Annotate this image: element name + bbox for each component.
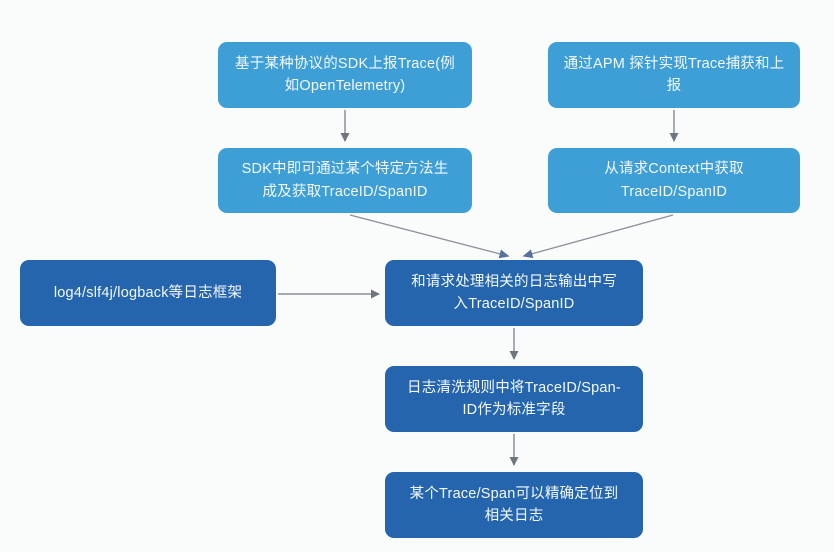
flow-node-apm-probe: 通过APM 探针实现Trace捕获和上 报 — [548, 42, 800, 108]
arrow-sdk-method-to-log-output — [349, 214, 510, 259]
flow-node-sdk-report: 基于某种协议的SDK上报Trace(例 如OpenTelemetry) — [218, 42, 472, 108]
flow-node-log-output: 和请求处理相关的日志输出中写 入TraceID/SpanID — [385, 260, 643, 326]
flow-node-log-clean: 日志清洗规则中将TraceID/Span- ID作为标准字段 — [385, 366, 643, 432]
flow-node-context-get: 从请求Context中获取 TraceID/SpanID — [548, 148, 800, 213]
arrow-context-get-to-log-output — [522, 214, 674, 259]
flow-node-sdk-method: SDK中即可通过某个特定方法生 成及获取TraceID/SpanID — [218, 148, 472, 213]
flow-node-log-framework: log4/slf4j/logback等日志框架 — [20, 260, 276, 326]
flow-node-trace-locate: 某个Trace/Span可以精确定位到 相关日志 — [385, 472, 643, 538]
